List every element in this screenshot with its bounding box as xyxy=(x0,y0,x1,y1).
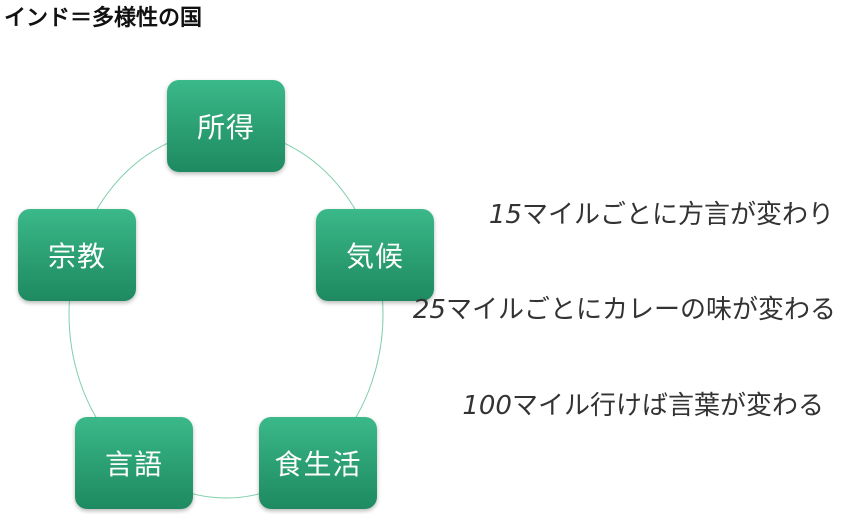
fact-curry-number: 25 xyxy=(412,295,446,325)
fact-curry-text: マイルごとにカレーの味が変わる xyxy=(445,295,836,325)
fact-dialect: 15マイルごとに方言が変わり xyxy=(489,198,834,232)
node-climate: 気候 xyxy=(316,209,434,301)
fact-dialect-text: マイルごとに方言が変わり xyxy=(521,200,834,230)
node-food-label: 食生活 xyxy=(274,448,362,481)
node-language: 言語 xyxy=(75,417,193,509)
node-language-label: 言語 xyxy=(104,448,163,481)
node-religion: 宗教 xyxy=(18,209,136,301)
fact-curry: 25マイルごとにカレーの味が変わる xyxy=(413,293,836,327)
node-income: 所得 xyxy=(167,80,285,172)
fact-language-text: マイル行けば言葉が変わる xyxy=(511,391,824,421)
node-religion-label: 宗教 xyxy=(47,240,106,273)
fact-language-number: 100 xyxy=(462,391,512,421)
fact-dialect-number: 15 xyxy=(488,200,522,230)
node-food: 食生活 xyxy=(259,417,377,509)
node-income-label: 所得 xyxy=(196,111,255,144)
fact-language: 100マイル行けば言葉が変わる xyxy=(462,389,824,423)
node-climate-label: 気候 xyxy=(345,240,404,273)
page-title: インド＝多様性の国 xyxy=(4,6,203,31)
